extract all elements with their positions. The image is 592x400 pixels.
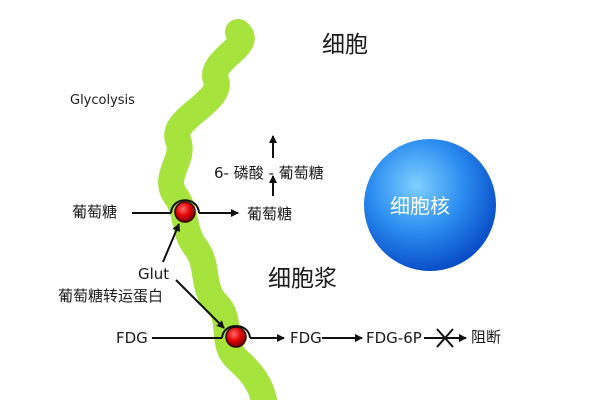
fdg6p-label: FDG-6P — [366, 329, 422, 347]
block-cross-icon — [436, 328, 454, 348]
glucose-inside-label: 葡萄糖 — [247, 205, 293, 223]
nucleus — [364, 139, 496, 271]
cytoplasm-label: 细胞浆 — [268, 266, 337, 292]
transporter-dot-lower — [225, 326, 247, 348]
g6p-label: 6- 磷酸 - 葡萄糖 — [214, 164, 324, 182]
blocked-label: 阻断 — [471, 328, 502, 346]
arrow-glut-upper — [162, 223, 180, 263]
glucose-outside-label: 葡萄糖 — [72, 203, 118, 221]
cell-label: 细胞 — [322, 32, 368, 58]
transporter-label: 葡萄糖转运蛋白 — [58, 287, 164, 305]
transporter-arch-upper — [170, 199, 200, 214]
glycolysis-label: Glycolysis — [70, 93, 135, 108]
transporter-dot-upper — [174, 201, 196, 223]
fdg-outside-label: FDG — [116, 329, 148, 347]
glut-label: Glut — [138, 265, 170, 283]
arrow-glut-lower — [175, 279, 225, 329]
fdg-inside-label: FDG — [290, 329, 322, 347]
transporter-arch-lower — [221, 325, 251, 339]
nucleus-label: 细胞核 — [390, 194, 450, 218]
